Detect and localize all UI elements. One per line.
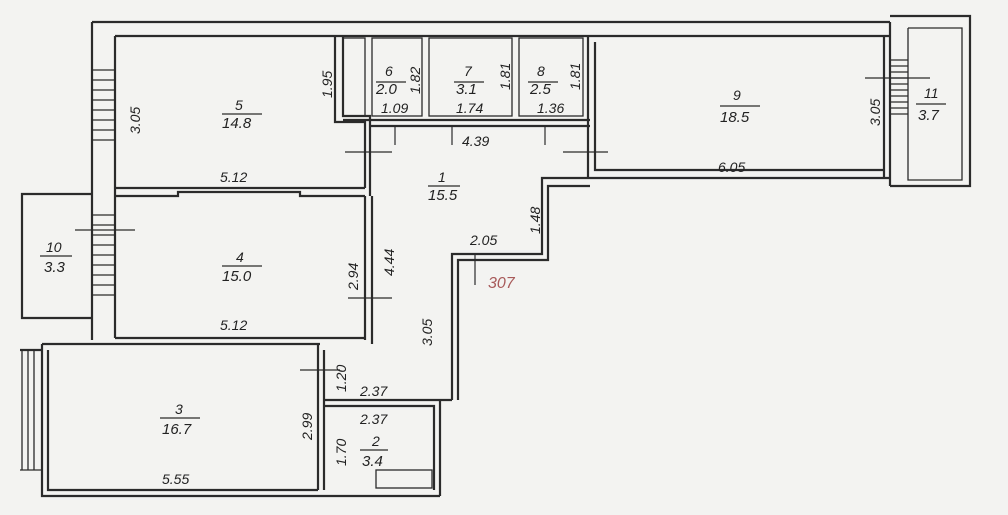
dim-hall-height: 4.44 (381, 249, 397, 276)
dim-r5-niche: 1.95 (319, 71, 335, 98)
room-9-number: 9 (733, 87, 741, 103)
room-7-area: 3.1 (456, 81, 477, 98)
window-room-5 (92, 69, 115, 141)
dim-r2-width: 2.37 (359, 411, 388, 427)
room-2-area: 3.4 (362, 453, 383, 470)
dim-r3-width: 5.55 (162, 471, 189, 487)
room-2-number: 2 (371, 433, 380, 449)
dim-hall-step: 1.48 (527, 207, 543, 234)
dim-r6-height: 1.82 (407, 67, 423, 94)
wall-r9-inner (593, 42, 884, 172)
room-1-area: 15.5 (428, 187, 458, 204)
dim-r6-width: 1.09 (381, 100, 408, 116)
room-10-area: 3.3 (44, 259, 66, 276)
wall-hall-right-inner (456, 184, 590, 400)
dim-r8-width: 1.36 (537, 100, 564, 116)
dim-lower-hall-height: 3.05 (419, 319, 435, 346)
room-4-number: 4 (236, 249, 244, 265)
dim-r5-width: 5.12 (220, 169, 247, 185)
bathtub (375, 469, 433, 489)
dim-r2-height: 1.70 (333, 439, 349, 466)
room-10-number: 10 (46, 239, 62, 255)
closet-a (342, 37, 366, 117)
room-11-number: 11 (924, 85, 939, 101)
room-5-number: 5 (235, 97, 243, 113)
dim-r7-height: 1.81 (497, 63, 513, 90)
wall-r2-top-inner (324, 404, 436, 490)
dim-hall-width: 2.05 (469, 232, 497, 248)
room-6-number: 6 (385, 63, 393, 79)
dim-r9-height: 3.05 (867, 99, 883, 126)
room-9-area: 18.5 (720, 109, 750, 126)
wall-r5-right (333, 36, 367, 188)
dim-r4-width: 5.12 (220, 317, 247, 333)
room-5-area: 14.8 (222, 115, 252, 132)
dim-passage-width: 2.37 (359, 383, 388, 399)
room-8-outline (518, 37, 584, 117)
door-marks (75, 77, 930, 371)
room-4-area: 15.0 (222, 268, 252, 285)
room-7-number: 7 (464, 63, 473, 79)
dim-r7-width: 1.74 (456, 100, 483, 116)
room-3-number: 3 (175, 401, 183, 417)
wall-r3-outer (40, 344, 440, 498)
dim-r8-height: 1.81 (567, 63, 583, 90)
apartment-number: 307 (488, 275, 516, 292)
dim-corridor-width: 4.39 (462, 133, 489, 149)
wall-balcony-11 (890, 14, 972, 188)
room-labels: 5 14.8 6 2.0 7 3.1 8 2.5 9 18.5 11 3.7 1… (44, 63, 940, 470)
room-8-area: 2.5 (529, 81, 552, 98)
dim-passage-height: 1.20 (333, 365, 349, 392)
dim-r4-height: 2.94 (345, 263, 361, 291)
wall-balcony-11-inner (907, 27, 963, 181)
dimension-labels: 3.05 1.95 1.82 1.81 1.81 1.09 1.74 1.36 … (127, 63, 883, 487)
window-room-3 (20, 350, 42, 471)
dim-r9-width: 6.05 (718, 159, 745, 175)
wall-hall-right (450, 176, 588, 400)
fraction-bars (40, 81, 946, 451)
wall-balcony-10 (20, 192, 92, 320)
room-1-number: 1 (438, 169, 446, 185)
window-balcony-10 (92, 214, 115, 296)
dim-r5-height: 3.05 (127, 107, 143, 134)
dim-r3-height: 2.99 (299, 413, 315, 441)
room-6-outline (371, 37, 423, 117)
room-6-area: 2.0 (375, 81, 398, 98)
wall-r3-inner (46, 350, 318, 492)
wall-r4-top (115, 190, 365, 198)
room-11-area: 3.7 (918, 107, 940, 124)
room-7-outline (428, 37, 513, 117)
window-balcony-11 (890, 59, 908, 115)
walls (20, 14, 972, 498)
room-3-area: 16.7 (162, 421, 192, 438)
room-8-number: 8 (537, 63, 545, 79)
